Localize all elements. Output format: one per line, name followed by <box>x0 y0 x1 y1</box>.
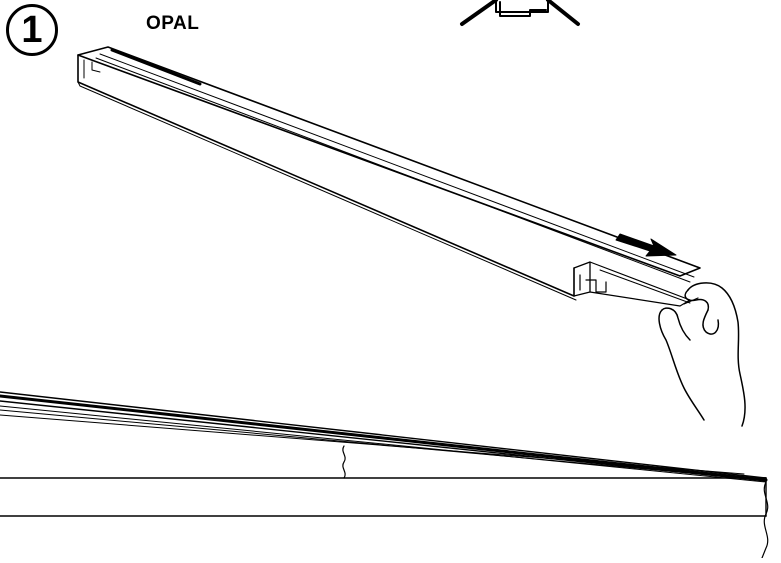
pull-direction-arrow <box>615 233 677 257</box>
hand-icon <box>658 282 746 427</box>
mounted-fixture-icon <box>460 0 580 26</box>
diffuser-label: OPAL <box>146 13 200 34</box>
profile-channel <box>77 46 701 307</box>
mounted-profile <box>0 391 769 559</box>
step-number-icon: 1 <box>6 4 58 56</box>
